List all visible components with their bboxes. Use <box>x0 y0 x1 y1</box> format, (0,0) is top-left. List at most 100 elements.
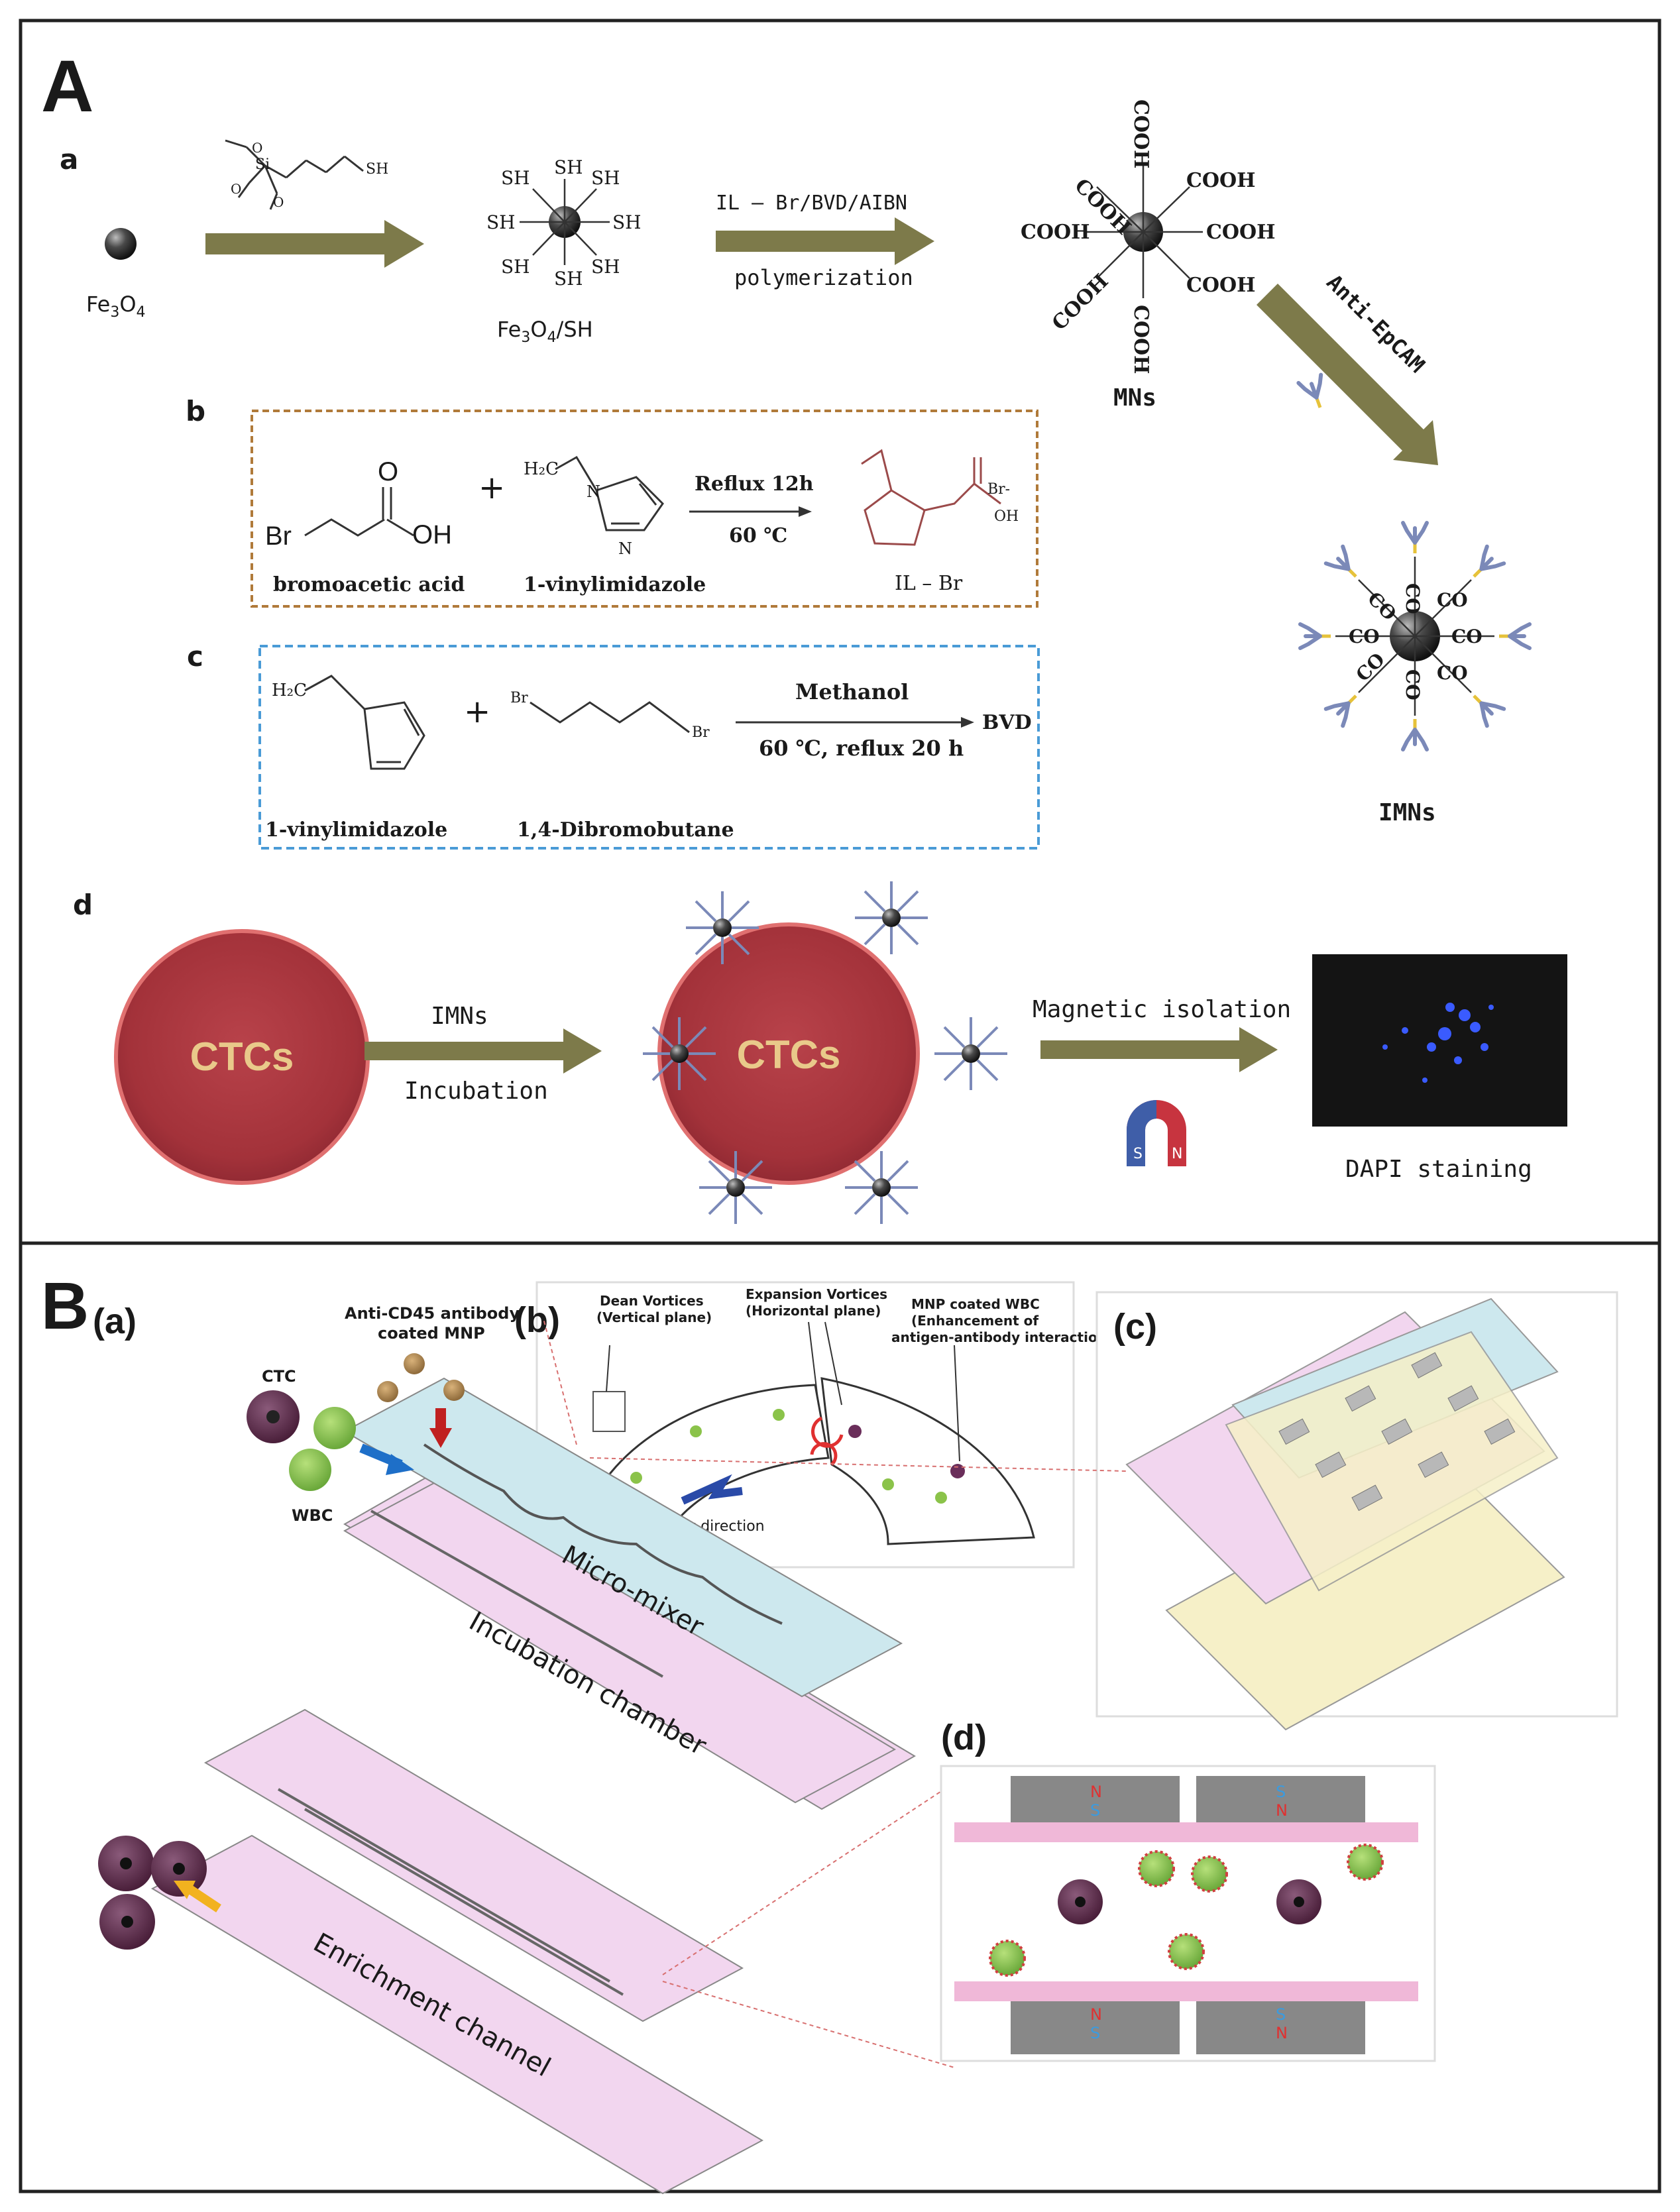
svg-text:(d): (d) <box>941 1718 987 1757</box>
svg-text:CTC: CTC <box>262 1367 296 1386</box>
channel-wall-bottom <box>954 1981 1418 2001</box>
svg-text:N: N <box>1090 2005 1102 2024</box>
silane-sh: SH <box>366 161 388 178</box>
svg-text:COOH: COOH <box>1129 305 1152 374</box>
svg-text:COOH: COOH <box>1186 169 1256 192</box>
svg-text:(Enhancement of: (Enhancement of <box>911 1313 1038 1329</box>
fe3o4-sh-label: Fe3O4/SH <box>497 317 593 346</box>
svg-text:SH: SH <box>591 167 620 189</box>
svg-text:CO: CO <box>1363 588 1400 625</box>
fe3o4-label: Fe3O4 <box>86 292 146 321</box>
svg-text:OH: OH <box>994 508 1019 525</box>
svg-text:60 ℃: 60 ℃ <box>729 524 787 547</box>
svg-text:60 ℃, reflux 20 h: 60 ℃, reflux 20 h <box>759 736 964 761</box>
imns-structure <box>1300 523 1530 749</box>
silane-o3: O <box>273 194 284 210</box>
mns-label: MNs <box>1113 384 1156 412</box>
svg-text:COOH: COOH <box>1129 99 1152 169</box>
silane-structure <box>225 139 364 210</box>
svg-text:S: S <box>1276 2005 1286 2024</box>
svg-text:S: S <box>1090 1801 1100 1820</box>
svg-text:N: N <box>618 539 632 558</box>
panel-b-frame <box>19 1241 1661 2193</box>
svg-text:SH: SH <box>486 211 516 233</box>
svg-text:CO: CO <box>1402 583 1424 614</box>
svg-text:MNP coated WBC: MNP coated WBC <box>911 1296 1040 1312</box>
svg-text:(a): (a) <box>93 1301 137 1341</box>
svg-text:CO: CO <box>1437 662 1468 684</box>
svg-text:1-vinylimidazole: 1-vinylimidazole <box>524 573 706 596</box>
arrow2-top-label: IL – Br/BVD/AIBN <box>716 192 907 215</box>
sub-a-label: a <box>60 143 78 176</box>
svg-text:CO: CO <box>1437 589 1468 611</box>
svg-text:IL – Br: IL – Br <box>895 572 963 595</box>
svg-text:O: O <box>378 457 398 486</box>
svg-text:IMNs: IMNs <box>431 1003 488 1030</box>
svg-text:N: N <box>1276 1801 1288 1820</box>
magnet-bottom-right <box>1196 2001 1365 2054</box>
svg-text:CO: CO <box>1451 626 1483 647</box>
svg-text:COOH: COOH <box>1021 221 1090 244</box>
svg-text:S: S <box>1090 2024 1100 2042</box>
panel-b-label: B <box>41 1269 89 1343</box>
svg-text:SH: SH <box>501 256 530 278</box>
svg-text:CTCs: CTCs <box>737 1032 841 1077</box>
svg-text:Dean Vortices: Dean Vortices <box>600 1293 704 1309</box>
svg-text:COOH: COOH <box>1206 221 1276 244</box>
svg-text:coated MNP: coated MNP <box>378 1324 485 1343</box>
svg-text:N: N <box>1276 2024 1288 2042</box>
enrichment-channel-layer <box>150 1834 764 2195</box>
arrow-polymerization <box>716 217 934 265</box>
dapi-image <box>1312 954 1567 1127</box>
svg-text:N: N <box>587 482 600 501</box>
svg-text:(c): (c) <box>1113 1307 1157 1347</box>
magnet-bottom-left <box>1011 2001 1180 2054</box>
svg-text:H₂C: H₂C <box>524 459 559 479</box>
arrow-magnetic-isolation <box>1040 1027 1278 1072</box>
dibromobutane-structure <box>530 701 690 734</box>
svg-text:S: S <box>1276 1783 1286 1801</box>
micro-mixer-layer <box>343 1377 903 1698</box>
sub-c-label: c <box>187 640 203 673</box>
silane-o1: O <box>252 140 262 156</box>
svg-text:SH: SH <box>554 268 583 290</box>
svg-text:COOH: COOH <box>1186 274 1256 297</box>
il-br-structure <box>861 449 1001 546</box>
arrow2-bottom-label: polymerization <box>734 265 913 290</box>
mnp-particles <box>377 1353 465 1402</box>
svg-text:COOH: COOH <box>1048 270 1113 335</box>
wbc-cell-icon-2 <box>289 1449 331 1491</box>
svg-text:S: S <box>1133 1146 1143 1162</box>
vinylimidazole-structure-b <box>555 455 664 531</box>
dean-vortex-plane <box>592 1391 626 1432</box>
svg-text:antigen-antibody interaction): antigen-antibody interaction) <box>891 1329 1113 1345</box>
arrow-incubation <box>364 1028 602 1074</box>
flow-arrow <box>681 1474 743 1505</box>
sub-d-label: d <box>73 889 93 921</box>
svg-text:N: N <box>1172 1146 1182 1162</box>
svg-text:CO: CO <box>1352 649 1389 686</box>
svg-text:Anti-CD45 antibody: Anti-CD45 antibody <box>345 1304 520 1323</box>
magnet-icon <box>1127 1100 1186 1166</box>
svg-text:WBC: WBC <box>292 1506 333 1525</box>
svg-text:DAPI staining: DAPI staining <box>1345 1156 1532 1183</box>
panel-a-label: A <box>41 46 93 127</box>
channel-wall-top <box>954 1822 1418 1842</box>
bromoacetic-acid-structure <box>304 487 414 537</box>
svg-text:SH: SH <box>591 256 620 278</box>
svg-text:+: + <box>478 469 505 506</box>
svg-text:(b): (b) <box>514 1300 560 1340</box>
box-b <box>251 410 1038 608</box>
svg-text:Br: Br <box>265 522 292 551</box>
outflow-arrow <box>186 1885 221 1912</box>
svg-text:BVD: BVD <box>982 711 1032 734</box>
svg-text:SH: SH <box>612 211 642 233</box>
svg-text:CO: CO <box>1349 626 1380 647</box>
vinylimidazole-structure-c <box>304 675 425 770</box>
imns-label: IMNs <box>1378 799 1436 826</box>
svg-text:bromoacetic acid: bromoacetic acid <box>273 573 465 596</box>
svg-text:Incubation: Incubation <box>404 1078 548 1105</box>
svg-text:+: + <box>464 693 490 730</box>
svg-text:Methanol: Methanol <box>795 679 909 704</box>
